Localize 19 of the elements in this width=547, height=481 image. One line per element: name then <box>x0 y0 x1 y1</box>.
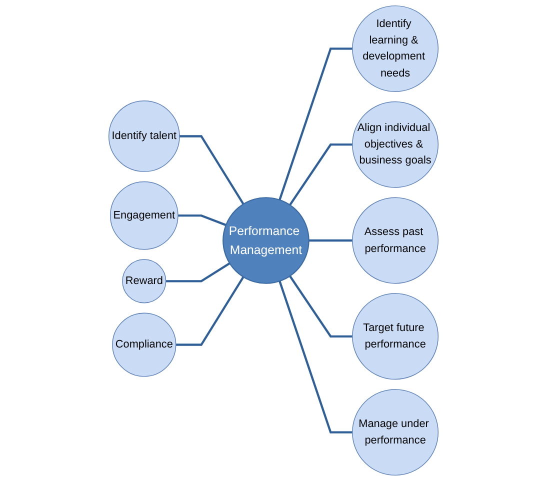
node-circle: Engagement <box>110 181 178 250</box>
node-circle: Reward <box>122 259 166 304</box>
node-circle: Assess past performance <box>352 197 439 284</box>
node-circle: Identify talent <box>108 100 180 172</box>
node-circle: Align individual objectives & business goals <box>352 101 439 188</box>
connector <box>178 214 226 226</box>
connector <box>278 48 352 200</box>
node-circle: Compliance <box>112 312 176 377</box>
node-circle: Target future performance <box>352 293 439 380</box>
connector <box>180 135 244 205</box>
connector <box>278 280 352 434</box>
node-circle: Performance Management <box>222 197 310 284</box>
connector <box>176 276 244 346</box>
connector <box>289 275 352 338</box>
node-circle: Identify learning & development needs <box>352 5 439 92</box>
connector <box>308 239 352 242</box>
node-circle: Manage under performance <box>352 389 439 476</box>
connector <box>166 262 230 282</box>
connector <box>289 144 352 206</box>
